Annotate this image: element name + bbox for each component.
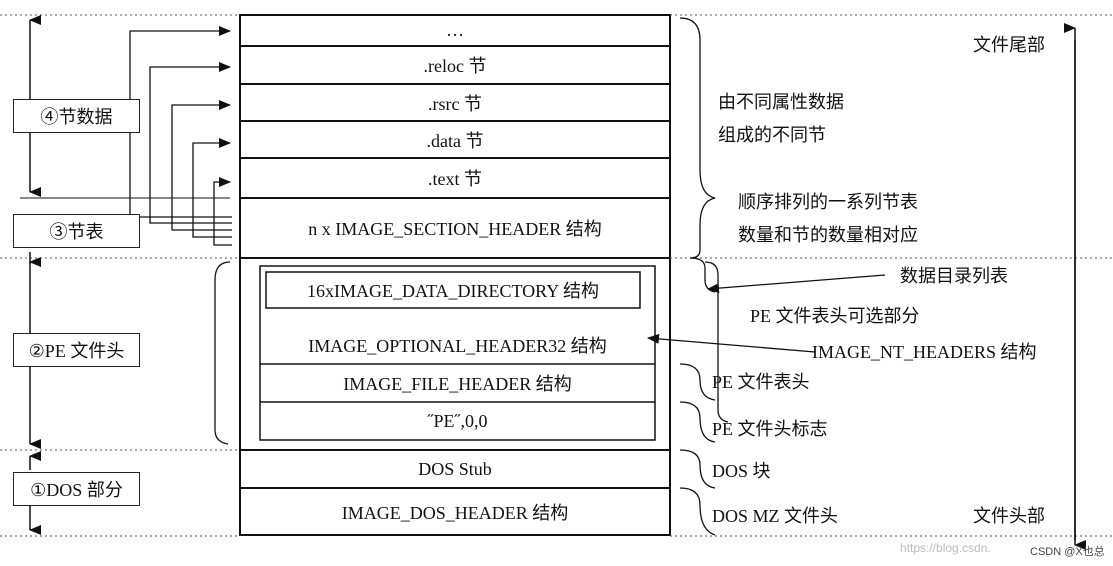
watermark: https://blog.csdn. — [900, 541, 991, 555]
label-dos-mz: DOS MZ 文件头 — [712, 506, 839, 526]
label-data-dir-list: 数据目录列表 — [900, 266, 1008, 286]
label-pe-header: ②PE 文件头 — [13, 333, 140, 367]
label-pe-file-header: PE 文件表头 — [712, 372, 810, 392]
credit: CSDN @X也总 — [1030, 546, 1105, 558]
label-pe-optional: PE 文件表头可选部分 — [750, 306, 920, 326]
cell-pe-signature: ˝PE˝,0,0 — [427, 410, 488, 431]
label-attrs-1: 由不同属性数据 — [718, 92, 844, 112]
cell-rsrc: .rsrc 节 — [428, 93, 482, 114]
label-dos-part: ①DOS 部分 — [13, 472, 140, 506]
label-ordered-1: 顺序排列的一系列节表 — [738, 192, 918, 212]
label-ordered-2: 数量和节的数量相对应 — [738, 225, 918, 245]
cell-optional-header: IMAGE_OPTIONAL_HEADER32 结构 — [308, 336, 607, 356]
left-axis — [20, 15, 230, 535]
dotted-separators — [0, 14, 1113, 537]
label-file-tail: 文件尾部 — [973, 35, 1045, 55]
label-dos-block: DOS 块 — [712, 461, 771, 481]
cell-dos-stub: DOS Stub — [418, 458, 492, 479]
label-nt-headers: IMAGE_NT_HEADERS 结构 — [812, 342, 1037, 362]
label-pe-signature: PE 文件头标志 — [712, 419, 828, 439]
cell-ellipsis: … — [446, 20, 464, 40]
cell-section-header: n x IMAGE_SECTION_HEADER 结构 — [308, 219, 602, 239]
cell-file-header: IMAGE_FILE_HEADER 结构 — [343, 374, 572, 394]
right-braces — [214, 17, 729, 536]
label-section-table: ③节表 — [13, 214, 140, 248]
label-section-data: ④节数据 — [13, 99, 140, 133]
cell-reloc: .reloc 节 — [423, 56, 487, 76]
main-stack — [239, 14, 671, 536]
label-attrs-2: 组成的不同节 — [718, 125, 826, 145]
label-arrows — [647, 274, 886, 353]
cell-data: .data 节 — [426, 130, 484, 151]
cell-data-directory: 16xIMAGE_DATA_DIRECTORY 结构 — [306, 281, 600, 301]
section-pointer-arrows — [129, 26, 232, 246]
label-file-head: 文件头部 — [973, 506, 1045, 526]
cell-text: .text 节 — [428, 169, 482, 189]
cell-dos-header: IMAGE_DOS_HEADER 结构 — [341, 502, 569, 523]
